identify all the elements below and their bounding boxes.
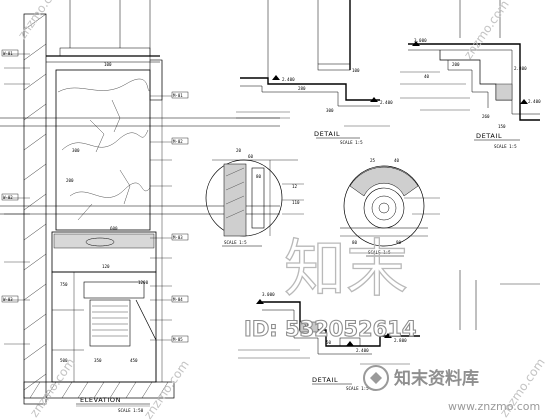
detail1-level-2: 2.400 <box>380 100 393 105</box>
logo-name: 知末资料库 <box>393 368 479 389</box>
watermark-diagonal: znzmo.com <box>15 0 66 42</box>
detail3-level-1: 3.000 <box>262 292 275 297</box>
detail3-level-2: 2.800 <box>394 338 407 343</box>
circle-b-dim-1: 25 <box>370 158 376 163</box>
detail2-dim-4: 40 <box>424 74 430 79</box>
logo-url: www.znzmo.com <box>448 400 540 413</box>
detail-view-1: 2.400 2.400 280 300 100 DETAIL SCALE 1:5 <box>236 0 393 145</box>
detail2-caption: DETAIL <box>476 132 502 140</box>
elevation-dim-2: 300 <box>72 148 80 153</box>
circle-a-dim-2: 60 <box>248 154 254 159</box>
elevation-dim-8: 350 <box>94 358 102 363</box>
material-tag: M-03 <box>173 235 183 240</box>
detail2-dim-1: 260 <box>482 114 490 119</box>
detail2-level-2: 2.400 <box>528 99 541 104</box>
elevation-dim-10: 750 <box>60 282 68 287</box>
circle-a-dim-5: 110 <box>292 200 300 205</box>
circle-detail-a: 20 60 80 12 110 SCALE 1:5 <box>205 148 304 247</box>
elevation-dim-9: 450 <box>130 358 138 363</box>
material-tag: W-03 <box>3 297 13 302</box>
material-tag: W-02 <box>3 195 13 200</box>
detail1-caption: DETAIL <box>314 130 340 138</box>
detail1-dim-3: 100 <box>352 68 360 73</box>
site-logo: 知末资料库 www.znzmo.com <box>363 365 540 413</box>
circle-a-scale: SCALE 1:5 <box>224 240 247 245</box>
elevation-dim-7: 500 <box>60 358 68 363</box>
detail1-scale: SCALE 1:5 <box>340 140 363 145</box>
elevation-caption: ELEVATION <box>80 396 121 404</box>
material-tag: M-05 <box>173 337 183 342</box>
circle-b-dim-2: 40 <box>394 158 400 163</box>
circle-a-dim-4: 12 <box>292 184 298 189</box>
detail1-level-1: 2.400 <box>282 77 295 82</box>
circle-detail-b: 25 40 80 90 SCALE 1:5 <box>340 158 440 257</box>
watermark-brand: 知末 <box>284 232 408 305</box>
circle-a-dim-3: 80 <box>256 174 262 179</box>
material-tag: W-01 <box>3 51 13 56</box>
detail3-dim-1: 150 <box>304 324 312 329</box>
material-tag: M-04 <box>173 297 183 302</box>
elevation-scale: SCALE 1:50 <box>118 408 144 413</box>
detail1-dim-1: 280 <box>298 86 306 91</box>
elevation-view: 100 300 200 600 120 1200 500 350 450 750… <box>0 0 280 413</box>
elevation-dim-4: 600 <box>110 226 118 231</box>
detail2-level-3: 2.800 <box>514 66 527 71</box>
watermark-layer: znzmo.com znzmo.com znzmo.com znzmo.com … <box>15 0 548 420</box>
detail-view-2: 3.000 2.400 2.800 260 150 200 40 DETAIL … <box>400 0 541 149</box>
detail2-dim-3: 200 <box>452 62 460 67</box>
detail3-caption: DETAIL <box>312 376 338 384</box>
material-tag: M-01 <box>173 93 183 98</box>
detail2-scale: SCALE 1:5 <box>494 144 517 149</box>
detail3-dim-2: 50 <box>326 340 332 345</box>
material-tag: M-02 <box>173 139 183 144</box>
circle-b-dim-4: 90 <box>396 240 402 245</box>
detail3-level-3: 2.400 <box>356 348 369 353</box>
elevation-dim-3: 200 <box>66 178 74 183</box>
watermark-diagonal: znzmo.com <box>461 0 512 62</box>
detail1-dim-2: 300 <box>326 108 334 113</box>
circle-b-scale: SCALE 1:5 <box>368 250 391 255</box>
detail-view-3: 3.000 2.800 2.400 150 50 DETAIL SCALE 1:… <box>238 270 540 391</box>
circle-b-dim-3: 80 <box>352 240 358 245</box>
circle-a-dim-1: 20 <box>236 148 242 153</box>
detail2-level-1: 3.000 <box>414 38 427 43</box>
watermark-diagonal: znzmo.com <box>141 358 192 420</box>
detail2-dim-2: 150 <box>498 124 506 129</box>
logo-icon <box>370 372 382 384</box>
elevation-dim-6: 1200 <box>138 280 149 285</box>
elevation-dim-1: 100 <box>104 62 112 67</box>
elevation-dim-5: 120 <box>102 264 110 269</box>
watermark-id: ID: 532052614 <box>244 317 416 341</box>
detail3-scale: SCALE 1:5 <box>346 386 369 391</box>
